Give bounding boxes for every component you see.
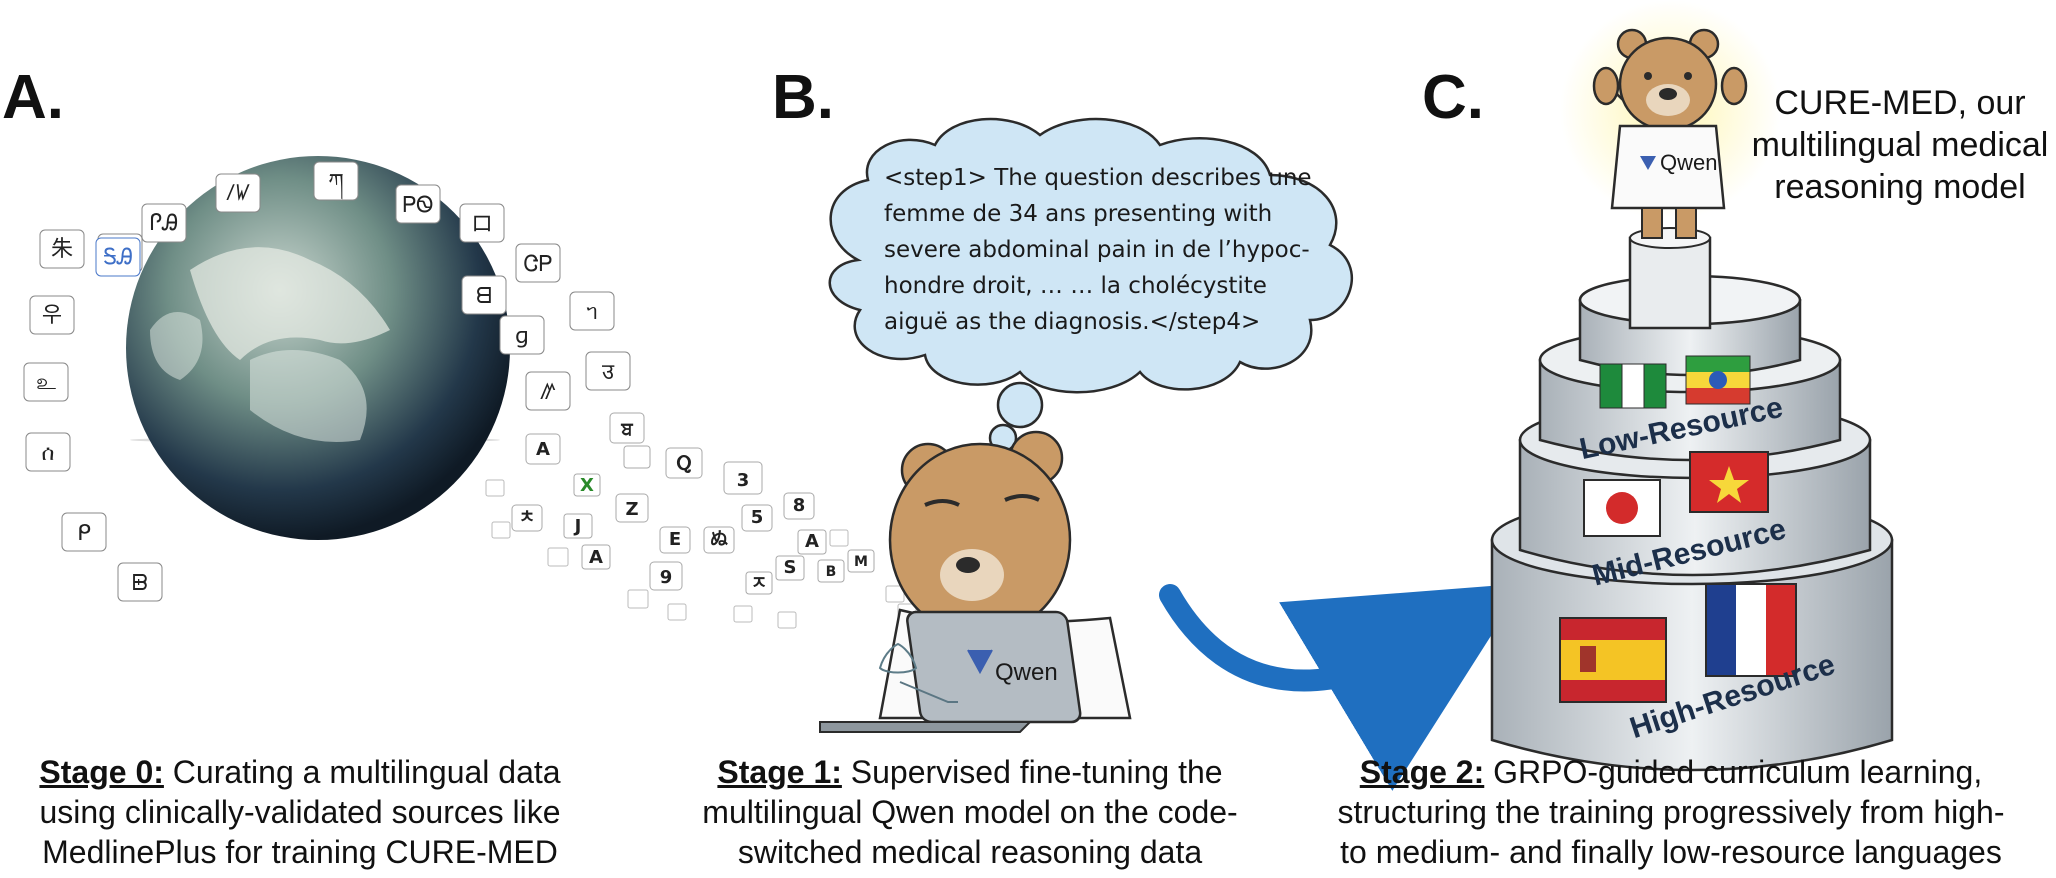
bear-with-laptop: Qwen [819, 430, 1132, 733]
svg-text:ਬ: ਬ [620, 419, 633, 440]
flag-spain [1559, 617, 1667, 703]
svg-text:Z: Z [625, 499, 638, 520]
svg-text:A: A [536, 439, 550, 460]
stage1-line-1: Supervised fine-tuning the [850, 754, 1223, 790]
svg-text:ᥐ: ᥐ [586, 300, 597, 325]
bubble-23: ꤼ [525, 371, 571, 411]
svg-text:E: E [669, 529, 681, 550]
svg-text:5: 5 [751, 507, 764, 528]
stage2-line-1: GRPO-guided curriculum learning, [1493, 754, 1983, 790]
bubble-20: ᥐ [569, 291, 615, 331]
svg-text:ꤷꤿ: ꤷꤿ [226, 181, 250, 206]
model-label-line-1: CURE-MED, our [1774, 84, 2026, 122]
svg-text:ꤼ: ꤼ [540, 380, 556, 405]
flag-nigeria [1599, 363, 1667, 409]
bubble-8: ᑭ [61, 512, 107, 552]
svg-text:A: A [805, 531, 819, 552]
bubble-9: ᗸ [117, 562, 163, 602]
stage0-line-3: MedlinePlus for training CURE-MED [42, 834, 558, 870]
bubble-14: ꤷꤿ [215, 173, 261, 213]
svg-text:Qwen: Qwen [995, 659, 1058, 686]
stage1-line-2: multilingual Qwen model on the code- [702, 794, 1238, 830]
thought-line-3: severe abdominal pain in de l’hypoc- [884, 237, 1310, 263]
svg-text:3: 3 [737, 470, 750, 491]
svg-text:9: 9 [660, 567, 673, 588]
thought-cloud [828, 117, 1353, 468]
svg-text:Qwen: Qwen [1660, 150, 1717, 175]
bubble-15: ཀ [313, 161, 359, 201]
flag-japan [1583, 479, 1661, 537]
svg-text:우: 우 [42, 303, 62, 328]
bubble-19: ᗺ [461, 275, 507, 315]
svg-text:ɡ: ɡ [515, 324, 529, 349]
panel-label-a: A. [2, 63, 64, 132]
svg-text:ᏣᏢ: ᏣᏢ [524, 252, 553, 277]
bear-champion: Qwen [1592, 28, 1748, 239]
stage1-title: Stage 1: [717, 754, 842, 790]
character-stream: A ㅊ ਬ Z 3 Ⴍ E ぬ 5 8 M A B X A J 9 ㅈ S [485, 412, 917, 629]
svg-text:8: 8 [793, 495, 806, 516]
stage2-title: Stage 2: [1359, 754, 1485, 790]
stage1-caption: Stage 1: Supervised fine-tuning the mult… [660, 752, 1280, 872]
bubble-16: ᏢᏫ [395, 184, 441, 224]
bubble-18: ᏣᏢ [515, 243, 561, 283]
bubble-1: 우 [29, 295, 75, 335]
svg-text:A: A [589, 547, 603, 568]
globe [126, 156, 510, 540]
model-label-line-3: reasoning model [1774, 168, 2026, 206]
svg-text:ᗺ: ᗺ [476, 284, 492, 309]
thought-text: <step1> The question describes une femme… [884, 160, 1364, 340]
bubble-22: उ [585, 351, 631, 391]
bubble-10: ሰ [25, 432, 71, 472]
svg-text:M: M [854, 554, 868, 570]
svg-text:J: J [573, 516, 582, 537]
svg-text:Ⴍ: Ⴍ [676, 454, 691, 475]
language-bubbles: 우 உ 朱 ᑭ ᗸ ሰ ᎦᎯ ᎵᎯ ꤷꤿ ཀ ᏢᏫ ロ ᏣᏢ ᗺ ᥐ ɡ उ ꤼ [23, 161, 631, 602]
svg-text:ᎵᎯ: ᎵᎯ [150, 211, 178, 236]
svg-text:X: X [580, 475, 594, 496]
stage0-title: Stage 0: [39, 754, 164, 790]
bubble-12: ᎦᎯ [95, 237, 141, 277]
stage2-line-3: to medium- and finally low-resource lang… [1340, 834, 2002, 870]
thought-line-1: <step1> The question describes une [884, 165, 1312, 191]
svg-text:ᎦᎯ: ᎦᎯ [103, 245, 133, 270]
model-label: CURE-MED, our multilingual medical reaso… [1740, 82, 2056, 208]
panel-label-c: C. [1422, 63, 1484, 132]
flag-ethiopia [1685, 355, 1751, 405]
stage0-line-1: Curating a multilingual data [172, 754, 561, 790]
thought-line-5: aiguë as the diagnosis.</step4> [884, 309, 1261, 335]
svg-text:ሰ: ሰ [42, 441, 55, 466]
svg-text:朱: 朱 [51, 237, 73, 262]
stage1-line-3: switched medical reasoning data [737, 834, 1203, 870]
bubble-13: ᎵᎯ [141, 203, 187, 243]
svg-text:उ: उ [602, 360, 615, 385]
stage0-caption: Stage 0: Curating a multilingual data us… [0, 752, 600, 872]
bubble-2: உ [23, 362, 69, 402]
svg-text:ᑭ: ᑭ [77, 521, 91, 546]
svg-text:ㅊ: ㅊ [519, 507, 536, 528]
flag-vietnam [1689, 451, 1769, 513]
stage2-line-2: structuring the training progressively f… [1337, 794, 2005, 830]
flag-france [1705, 583, 1797, 677]
thought-line-2: femme de 34 ans presenting with [884, 201, 1273, 227]
progress-arrow [1159, 583, 1525, 791]
svg-text:ロ: ロ [471, 212, 493, 237]
svg-text:உ: உ [36, 370, 56, 395]
svg-text:B: B [826, 564, 837, 580]
stage0-line-2: using clinically-validated sources like [39, 794, 561, 830]
svg-text:ᏢᏫ: ᏢᏫ [403, 193, 434, 218]
bubble-21: ɡ [499, 315, 545, 355]
svg-text:S: S [784, 557, 797, 578]
bubble-17: ロ [459, 203, 505, 243]
svg-text:ぬ: ぬ [710, 529, 728, 550]
svg-text:ㅈ: ㅈ [751, 573, 768, 594]
stage2-caption: Stage 2: GRPO-guided curriculum learning… [1286, 752, 2056, 872]
bubble-3: 朱 [39, 229, 85, 269]
thought-line-4: hondre droit, … … la cholécystite [884, 273, 1267, 299]
svg-text:ᗸ: ᗸ [132, 571, 148, 596]
model-label-line-2: multilingual medical [1751, 126, 2049, 164]
svg-text:ཀ: ཀ [328, 170, 344, 200]
panel-label-b: B. [772, 63, 834, 132]
